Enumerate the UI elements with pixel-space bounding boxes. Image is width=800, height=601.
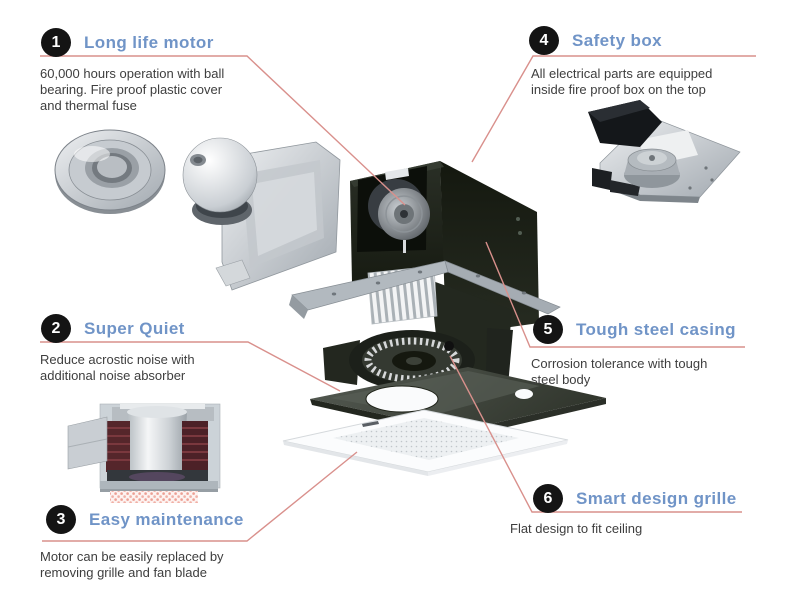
callout-3-header: 3 Easy maintenance bbox=[46, 505, 244, 534]
callout-1-header: 1 Long life motor bbox=[41, 28, 214, 57]
callout-3-desc-line: Motor can be easily replaced by bbox=[40, 549, 224, 564]
callout-2-header: 2 Super Quiet bbox=[41, 314, 185, 343]
leader-line-2 bbox=[40, 341, 341, 392]
callout-1-number-badge: 1 bbox=[41, 28, 71, 57]
callout-6-desc-line: Flat design to fit ceiling bbox=[510, 521, 643, 536]
callout-6-number-badge: 6 bbox=[533, 484, 563, 513]
callout-1-desc-line: 60,000 hours operation with ball bbox=[40, 66, 225, 81]
callout-5-title: Tough steel casing bbox=[576, 319, 736, 339]
callout-3-number-badge: 3 bbox=[46, 505, 76, 534]
duct-adapter bbox=[182, 137, 341, 291]
copper-coils bbox=[106, 421, 208, 472]
fan-motor bbox=[357, 166, 430, 253]
callout-1-desc-line: bearing. Fire proof plastic cover bbox=[40, 82, 223, 97]
callout-6-description: Flat design to fit ceiling bbox=[510, 521, 642, 537]
callout-6-header: 6 Smart design grille bbox=[533, 484, 737, 513]
leader-line-3 bbox=[42, 451, 358, 542]
callout-5-number-badge: 5 bbox=[533, 315, 563, 344]
safety-box-photo bbox=[588, 100, 741, 203]
callout-1-desc-line: and thermal fuse bbox=[40, 98, 137, 113]
leader-line-6 bbox=[449, 355, 742, 513]
callout-4-header: 4 Safety box bbox=[529, 26, 662, 55]
callout-3-desc-line: removing grille and fan blade bbox=[40, 565, 207, 580]
callout-5-desc-line: Corrosion tolerance with tough bbox=[531, 356, 708, 371]
callout-3-title: Easy maintenance bbox=[89, 509, 244, 529]
callout-2-number-badge: 2 bbox=[41, 314, 71, 343]
callout-1-description: 60,000 hours operation with ball bearing… bbox=[40, 66, 224, 114]
callout-5-desc-line: steel body bbox=[531, 372, 591, 387]
noise-absorber-motor-photo bbox=[67, 403, 221, 503]
callout-6-title: Smart design grille bbox=[576, 488, 737, 508]
callout-4-desc-line: inside fire proof box on the top bbox=[531, 82, 706, 97]
callout-4-desc-line: All electrical parts are equipped bbox=[531, 66, 713, 81]
leader-lines bbox=[40, 55, 756, 542]
callout-2-description: Reduce acrostic noise with additional no… bbox=[40, 352, 195, 384]
callout-5-header: 5 Tough steel casing bbox=[533, 315, 736, 344]
leader-line-1 bbox=[40, 55, 406, 206]
leader-line-5 bbox=[485, 241, 745, 348]
noise-absorber-pad bbox=[110, 491, 198, 503]
callout-3-description: Motor can be easily replaced by removing… bbox=[40, 549, 224, 581]
callout-5-description: Corrosion tolerance with tough steel bod… bbox=[531, 356, 707, 388]
mounting-flange bbox=[289, 260, 561, 319]
callout-1-title: Long life motor bbox=[84, 32, 214, 52]
leader-line-4 bbox=[471, 55, 756, 163]
callout-4-description: All electrical parts are equipped inside… bbox=[531, 66, 712, 98]
callout-4-number-badge: 4 bbox=[529, 26, 559, 55]
callout-2-desc-line: Reduce acrostic noise with bbox=[40, 352, 195, 367]
steel-casing bbox=[289, 161, 561, 390]
ceiling-grille bbox=[282, 409, 569, 476]
callout-2-desc-line: additional noise absorber bbox=[40, 368, 186, 383]
ball-bearing-photo bbox=[54, 129, 166, 214]
callout-4-title: Safety box bbox=[572, 30, 662, 50]
callout-2-title: Super Quiet bbox=[84, 318, 185, 338]
